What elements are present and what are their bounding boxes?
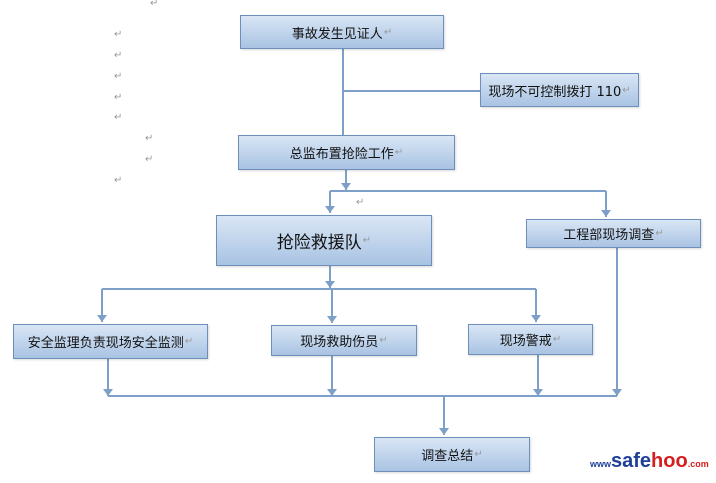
- paragraph-mark: ↵: [356, 197, 365, 208]
- node-label: 安全监理负责现场安全监测: [27, 336, 184, 351]
- paragraph-mark: ↵: [114, 71, 123, 82]
- paragraph-mark: ↵: [379, 335, 388, 346]
- node-label: 工程部现场调查: [563, 228, 655, 243]
- paragraph-mark: ↵: [150, 0, 159, 9]
- node-director: 总监布置抢险工作↵: [238, 135, 455, 170]
- paragraph-mark: ↵: [622, 84, 631, 96]
- node-rescue-injured: 现场救助伤员↵: [271, 325, 417, 356]
- logo-brand-safe: safe: [611, 450, 652, 472]
- paragraph-mark: ↵: [552, 334, 562, 345]
- paragraph-mark: ↵: [184, 336, 194, 347]
- node-summary: 调查总结↵: [374, 437, 530, 472]
- node-label: 抢险救援队: [276, 233, 362, 253]
- paragraph-mark: ↵: [114, 175, 123, 186]
- node-label: 事故发生见证人: [291, 26, 383, 42]
- paragraph-mark: ↵: [114, 92, 123, 103]
- paragraph-mark: ↵: [474, 449, 483, 460]
- safehoo-watermark-logo: wwwsafehoo.com: [590, 450, 709, 473]
- logo-brand-hoo: hoo: [651, 450, 688, 472]
- paragraph-mark: ↵: [362, 235, 372, 246]
- node-label: 现场救助伤员: [300, 335, 379, 350]
- node-engineering: 工程部现场调查↵: [526, 219, 701, 248]
- node-call110: 现场不可控制拨打 110↵: [480, 73, 639, 107]
- node-label: 调查总结: [421, 449, 474, 464]
- paragraph-mark: ↵: [114, 50, 123, 61]
- node-label: 现场警戒: [499, 334, 552, 349]
- logo-prefix: www: [590, 459, 612, 469]
- node-label: 现场不可控制拨打 110: [488, 84, 622, 100]
- node-safety-monitor: 安全监理负责现场安全监测↵: [13, 324, 208, 359]
- paragraph-mark: ↵: [145, 133, 154, 144]
- node-label: 总监布置抢险工作: [289, 147, 394, 162]
- node-guard: 现场警戒↵: [468, 324, 593, 355]
- paragraph-mark: ↵: [383, 26, 393, 38]
- logo-suffix: .com: [687, 459, 709, 469]
- paragraph-mark: ↵: [145, 154, 154, 165]
- node-witness: 事故发生见证人↵: [240, 15, 444, 49]
- paragraph-mark: ↵: [394, 147, 404, 158]
- paragraph-mark: ↵: [114, 112, 123, 123]
- paragraph-mark: ↵: [114, 29, 123, 40]
- paragraph-mark: ↵: [655, 228, 664, 239]
- node-rescue-team: 抢险救援队↵: [216, 215, 432, 266]
